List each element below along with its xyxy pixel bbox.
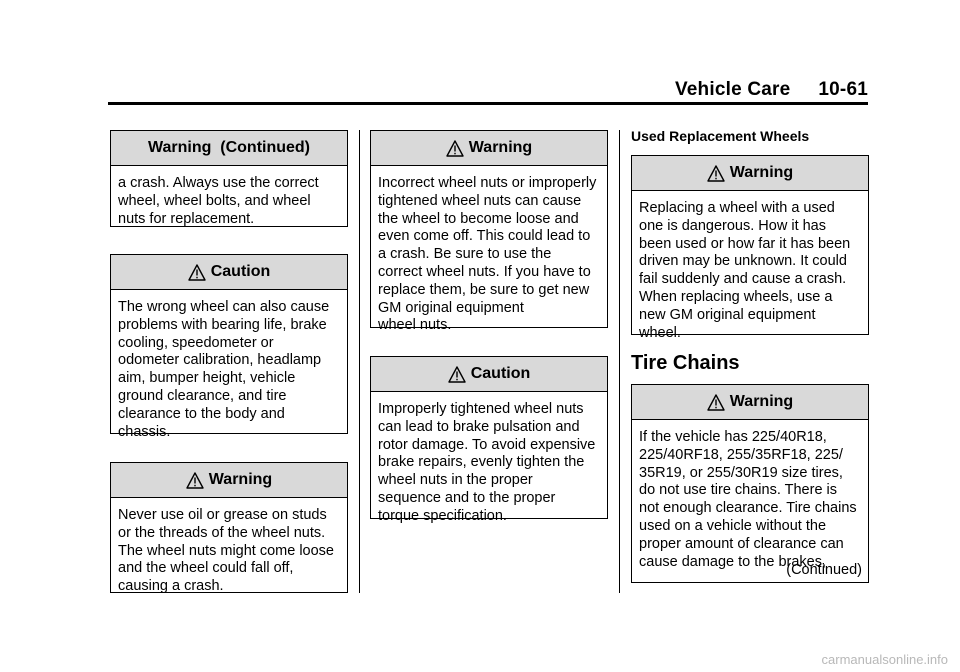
box-heading: Warning (Continued): [111, 131, 347, 166]
header-rule: [108, 102, 868, 105]
warning-triangle-icon: [186, 471, 204, 489]
box-heading: Warning: [111, 463, 347, 498]
box-text: Incorrect wheel nuts or improperly tight…: [378, 175, 597, 334]
warning-box-oil: Warning Never use oil or grease on studs…: [110, 462, 348, 595]
warning-triangle-icon: [446, 139, 464, 157]
warning-continued-box: Warning (Continued) a crash. Always use …: [110, 130, 348, 227]
warning-triangle-icon: [188, 263, 206, 281]
watermark: carmanualsonline.info: [821, 652, 948, 667]
box-text: Never use oil or grease on studs or the …: [118, 507, 334, 595]
section-title-tire-chains: Tire Chains: [631, 352, 740, 374]
column-divider-1: [359, 130, 360, 593]
warning-box-used-wheel: Warning Replacing a wheel with a used on…: [631, 155, 869, 341]
box-heading: Warning: [371, 131, 607, 166]
box-text: Replacing a wheel with a used one is dan…: [639, 200, 851, 341]
section-name: Vehicle Care: [674, 79, 791, 100]
warning-box-wheel-nuts: Warning Incorrect wheel nuts or improper…: [370, 130, 608, 333]
box-heading: Caution: [111, 255, 347, 290]
box-heading: Caution: [371, 357, 607, 392]
caution-box-tighten: Caution Improperly tightened wheel nuts …: [370, 356, 608, 524]
box-heading: Warning: [632, 385, 868, 420]
box-text: If the vehicle has 225/40R18, 225/40RF18…: [639, 429, 857, 570]
warning-triangle-icon: [707, 393, 725, 411]
warning-triangle-icon: [448, 365, 466, 383]
box-heading: Warning: [632, 156, 868, 191]
box-text: Improperly tightened wheel nuts can lead…: [378, 401, 596, 524]
box-text: The wrong wheel can also cause problems …: [118, 299, 330, 440]
page-number: 10-61: [818, 79, 868, 100]
caution-box-wheel: Caution The wrong wheel can also cause p…: [110, 254, 348, 440]
subheading-used-wheels: Used Replacement Wheels: [631, 128, 810, 144]
page-header: Vehicle Care 10-61: [675, 79, 868, 101]
warning-triangle-icon: [707, 164, 725, 182]
continued-note: (Continued): [786, 562, 862, 578]
column-divider-2: [619, 130, 620, 593]
warning-box-tire-chains: Warning If the vehicle has 225/40R18, 22…: [631, 384, 869, 583]
box-text: a crash. Always use the correct wheel, w…: [118, 175, 319, 227]
